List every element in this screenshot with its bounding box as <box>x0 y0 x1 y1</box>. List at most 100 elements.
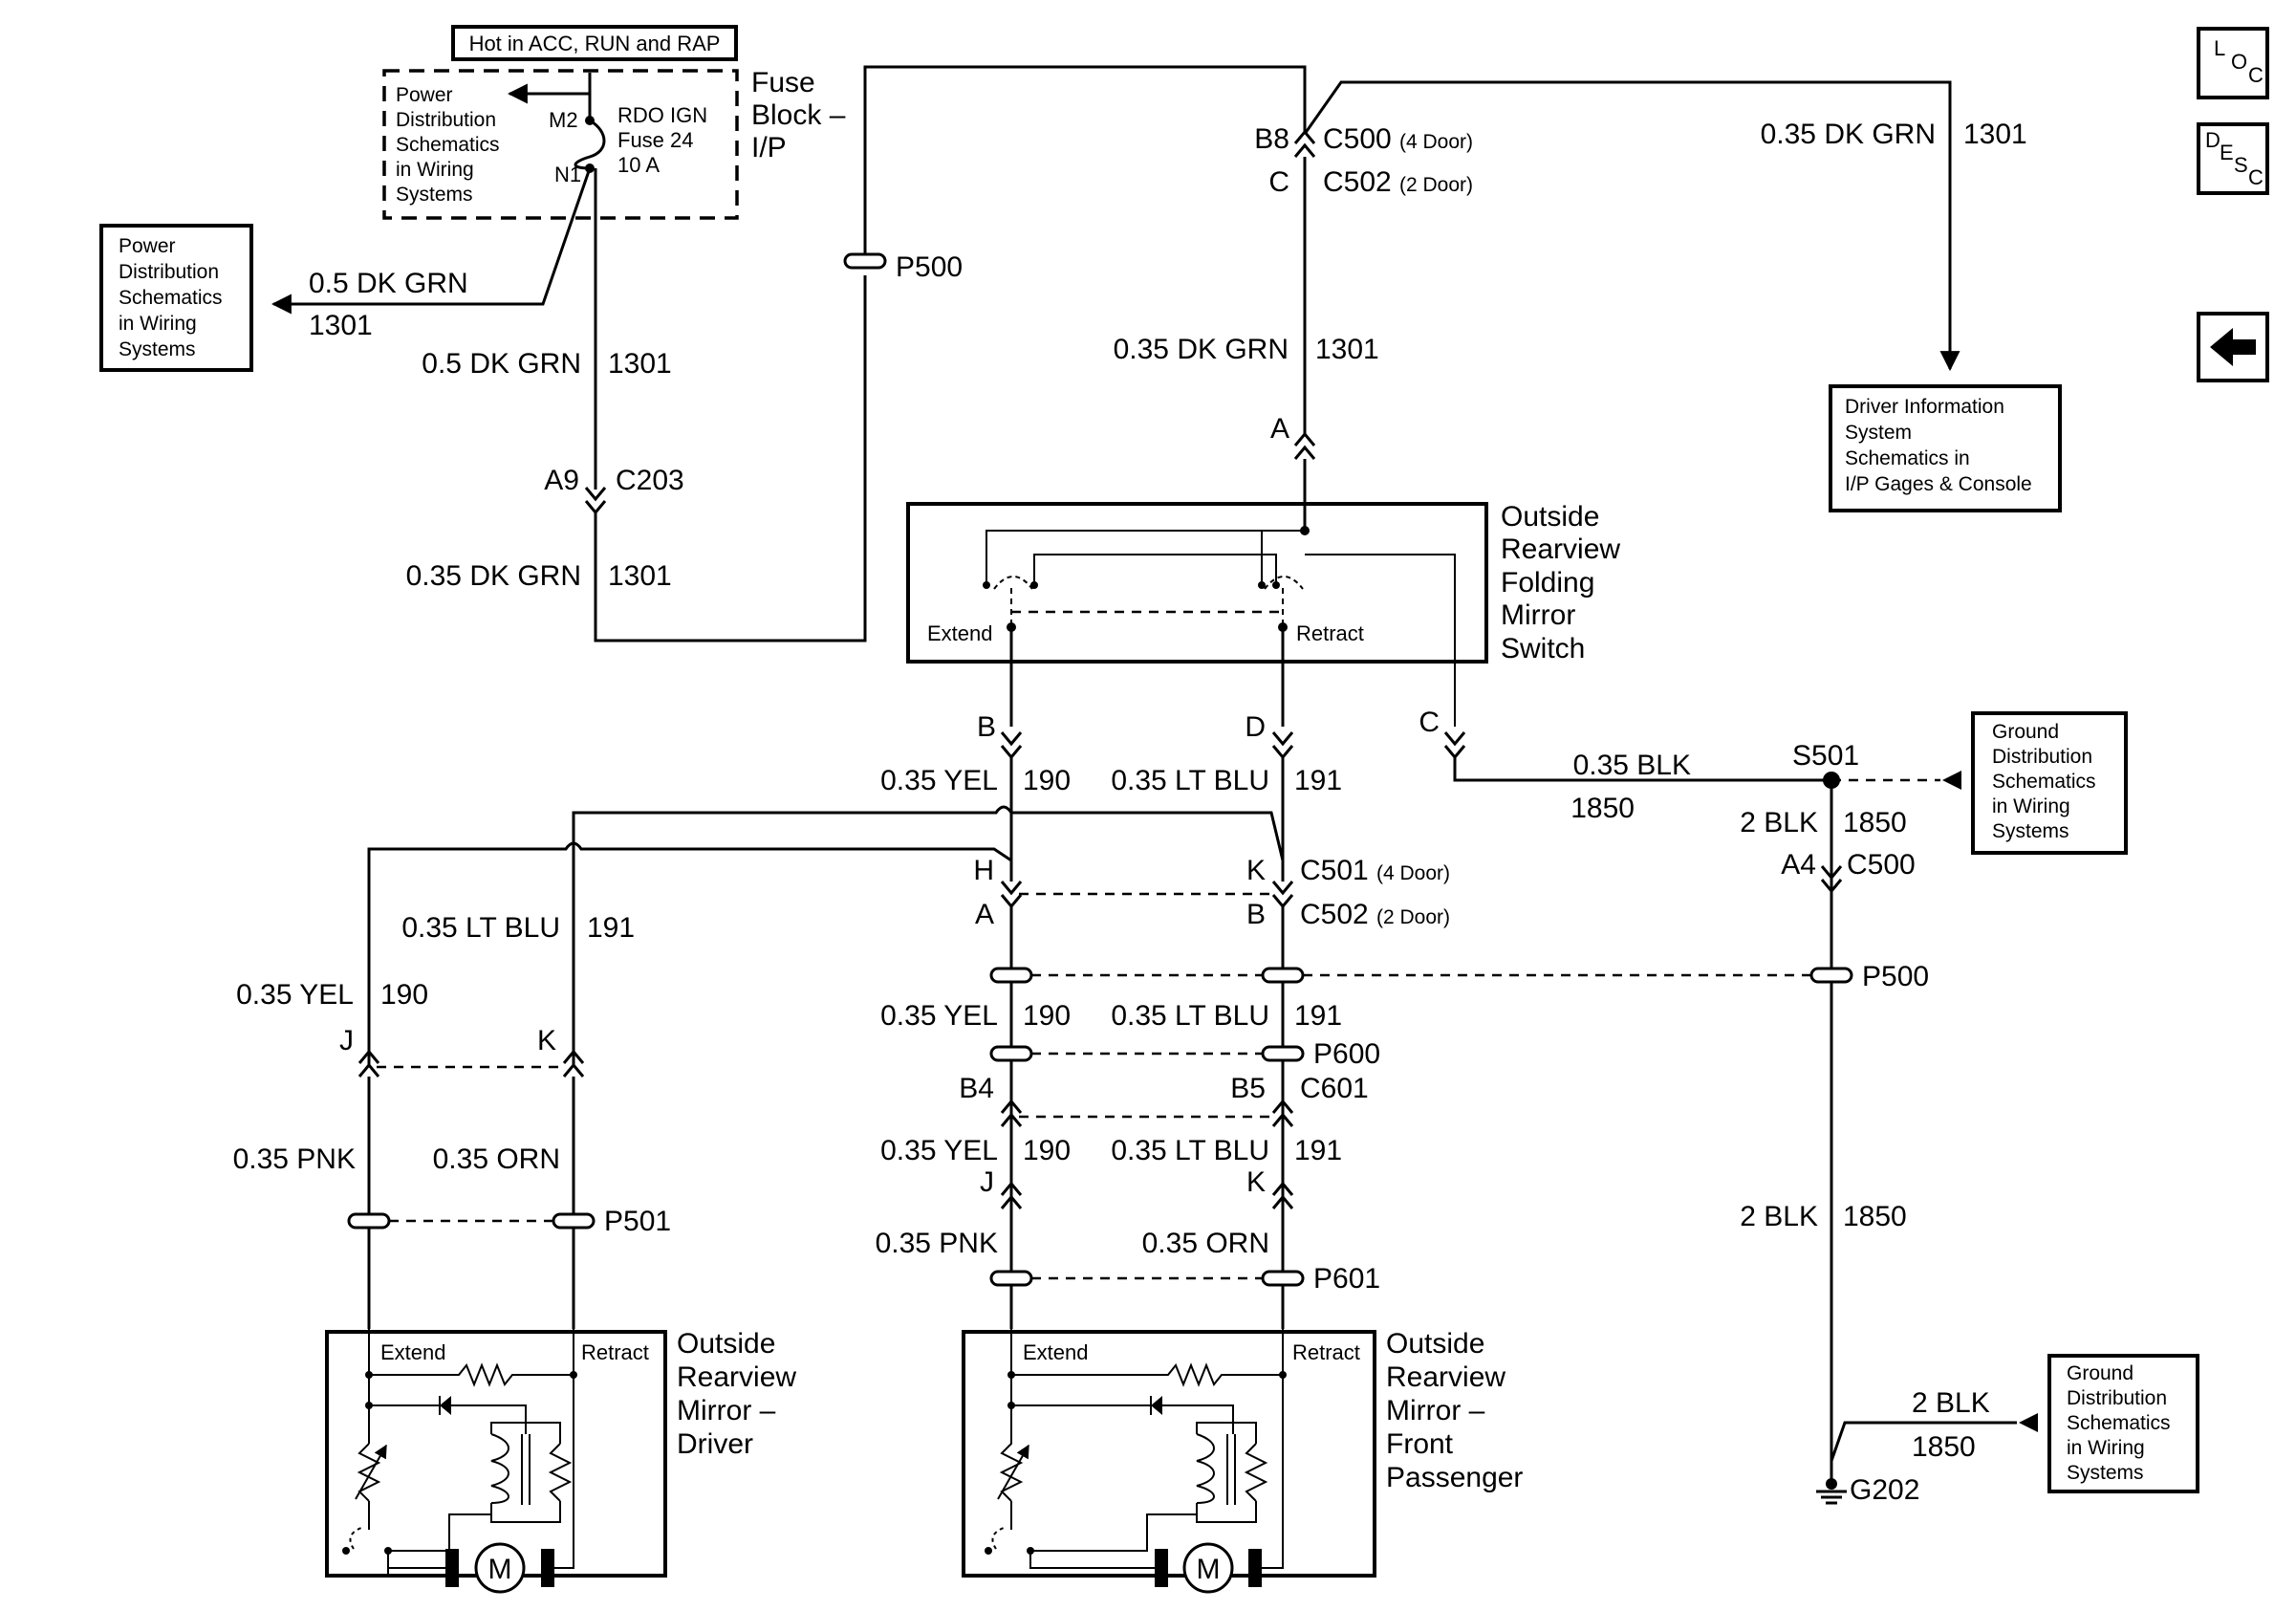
wire-low-ltblu-circuit: 191 <box>1294 1135 1342 1166</box>
ground-ref-bottom-arrow <box>2019 1413 2038 1432</box>
p500-top-splice <box>843 252 887 270</box>
svg-text:Schematics: Schematics <box>119 287 223 309</box>
p501-splice-right <box>552 1212 596 1230</box>
switch-pin-a-connector-1 <box>1293 431 1316 446</box>
wire-s501-down-circuit: 1850 <box>1843 807 1907 838</box>
wire-driver-yel-circuit: 190 <box>380 979 428 1011</box>
pass-conn-j: J <box>980 1166 994 1198</box>
svg-text:Fuse 24: Fuse 24 <box>617 128 694 152</box>
c203-name: C203 <box>616 465 684 496</box>
p601-label: P601 <box>1313 1263 1380 1295</box>
wire-mid-ltblu-color: 0.35 LT BLU <box>1111 1000 1269 1032</box>
ground-ref-bottom-text: Ground Distribution Schematics in Wiring… <box>2067 1362 2171 1484</box>
c502-top-note: (2 Door) <box>1399 174 1473 196</box>
svg-text:Outside: Outside <box>1501 501 1599 533</box>
svg-text:Power: Power <box>119 235 176 257</box>
wire-blk-lower-color: 2 BLK <box>1740 1201 1818 1232</box>
switch-pin-a-connector-2 <box>1293 445 1316 460</box>
svg-text:10 A: 10 A <box>617 153 660 177</box>
wire-to-dic <box>1303 80 1960 372</box>
fuse-term-m2: M2 <box>549 108 578 132</box>
svg-text:Rearview: Rearview <box>1501 533 1620 565</box>
wire-to-power-ref <box>271 167 592 315</box>
wire-driver-orn-label: 0.35 ORN <box>433 1143 560 1175</box>
s501-ground-ref-arrow <box>1942 771 1961 790</box>
wire-driver-ltblu-color: 0.35 LT BLU <box>401 912 560 944</box>
s501-label: S501 <box>1792 740 1859 772</box>
wire-ltblu-to-driver <box>572 805 1285 1066</box>
driver-mirror-label: Outside Rearview Mirror – Driver <box>677 1328 796 1460</box>
driver-extend-label: Extend <box>380 1340 446 1364</box>
wire-ground-ref-bottom <box>1830 1421 2017 1462</box>
fuse-note: Hot in ACC, RUN and RAP <box>469 32 721 55</box>
wire-low-yel-color: 0.35 YEL <box>880 1135 998 1166</box>
driver-connectors <box>357 1049 585 1078</box>
p500-right-label: P500 <box>1862 961 1929 992</box>
wire-blk-lower-circuit: 1850 <box>1843 1201 1907 1232</box>
p500-right-splice <box>1809 967 1853 984</box>
wire-ltblu-top-color: 0.35 LT BLU <box>1111 765 1269 796</box>
svg-text:Ground: Ground <box>2067 1362 2134 1384</box>
p601-splice-left <box>989 1270 1033 1287</box>
svg-text:Schematics in: Schematics in <box>1845 447 1970 469</box>
passenger-motor-icon: M <box>1197 1554 1221 1585</box>
svg-text:S: S <box>2234 153 2248 177</box>
c501-note: (4 Door) <box>1376 862 1450 884</box>
wire-c203-loop <box>594 275 867 642</box>
wire-blk-ground-circuit: 1850 <box>1912 1431 1976 1463</box>
svg-text:Schematics: Schematics <box>2067 1412 2171 1434</box>
c601-pin-b5: B5 <box>1230 1073 1266 1104</box>
svg-text:Schematics: Schematics <box>1992 771 2096 793</box>
svg-text:I/P Gages & Console: I/P Gages & Console <box>1845 473 2032 495</box>
c601-pin-b4: B4 <box>959 1073 994 1104</box>
wire-s501-circuit: 1850 <box>1570 793 1635 824</box>
driver-conn-j: J <box>339 1025 354 1056</box>
power-distribution-ref-box <box>99 224 253 372</box>
fuse-term-n1: N1 <box>554 163 581 186</box>
wire-ltblu-top-circuit: 191 <box>1294 765 1342 796</box>
svg-text:Front: Front <box>1386 1428 1454 1460</box>
wire-pass-orn: 0.35 ORN <box>1142 1228 1269 1259</box>
svg-text:in Wiring: in Wiring <box>396 159 474 181</box>
ground-ref-top-box <box>1971 711 2128 855</box>
wire-c203-circuit: 1301 <box>608 560 672 592</box>
p501-label: P501 <box>604 1206 671 1237</box>
c502-top-name: C502 <box>1323 166 1392 198</box>
svg-text:I/P: I/P <box>751 132 787 163</box>
svg-text:Systems: Systems <box>2067 1462 2144 1484</box>
switch-internal-wiring <box>983 459 1456 727</box>
fuse-element <box>574 119 606 170</box>
svg-text:E: E <box>2220 141 2234 164</box>
fuse-block-ip-label: Fuse Block – I/P <box>751 67 846 163</box>
fuse-block-outline <box>382 69 739 220</box>
c500-top-note: (4 Door) <box>1399 131 1473 153</box>
passenger-extend-label: Extend <box>1023 1340 1089 1364</box>
dic-ref-box <box>1829 384 2062 512</box>
svg-text:C: C <box>2248 63 2264 87</box>
svg-text:Rearview: Rearview <box>677 1361 796 1393</box>
passenger-mirror-box <box>962 1330 1376 1578</box>
svg-text:Switch: Switch <box>1501 633 1585 664</box>
switch-pin-b: B <box>977 711 996 743</box>
wire-c203-color: 0.35 DK GRN <box>406 560 581 592</box>
svg-text:RDO IGN: RDO IGN <box>617 103 707 127</box>
p500-top-label: P500 <box>896 251 963 283</box>
back-button[interactable] <box>2197 312 2269 382</box>
passenger-mirror-label: Outside Rearview Mirror – Front Passenge… <box>1386 1328 1523 1493</box>
driver-motor-icon: M <box>488 1554 512 1585</box>
fuse-block-power-ref: Power Distribution Schematics in Wiring … <box>396 84 500 206</box>
p601-splice-right <box>1261 1270 1305 1287</box>
svg-text:Systems: Systems <box>396 184 473 206</box>
svg-text:Fuse: Fuse <box>751 67 815 98</box>
desc-button[interactable]: D E S C <box>2197 122 2269 195</box>
svg-text:Driver: Driver <box>677 1428 753 1460</box>
passenger-mirror-circuit <box>985 1329 1287 1594</box>
c501-pin-k: K <box>1246 855 1266 886</box>
loc-button[interactable]: L O C <box>2197 27 2269 99</box>
p600-splice-right <box>1261 1045 1305 1062</box>
c502-top-pin: C <box>1268 166 1289 198</box>
wire-yel-top-circuit: 190 <box>1023 765 1071 796</box>
switch-pin-a: A <box>1270 413 1289 445</box>
wire-power-ref-color: 0.5 DK GRN <box>309 268 468 299</box>
c500-right-name: C500 <box>1847 849 1916 881</box>
